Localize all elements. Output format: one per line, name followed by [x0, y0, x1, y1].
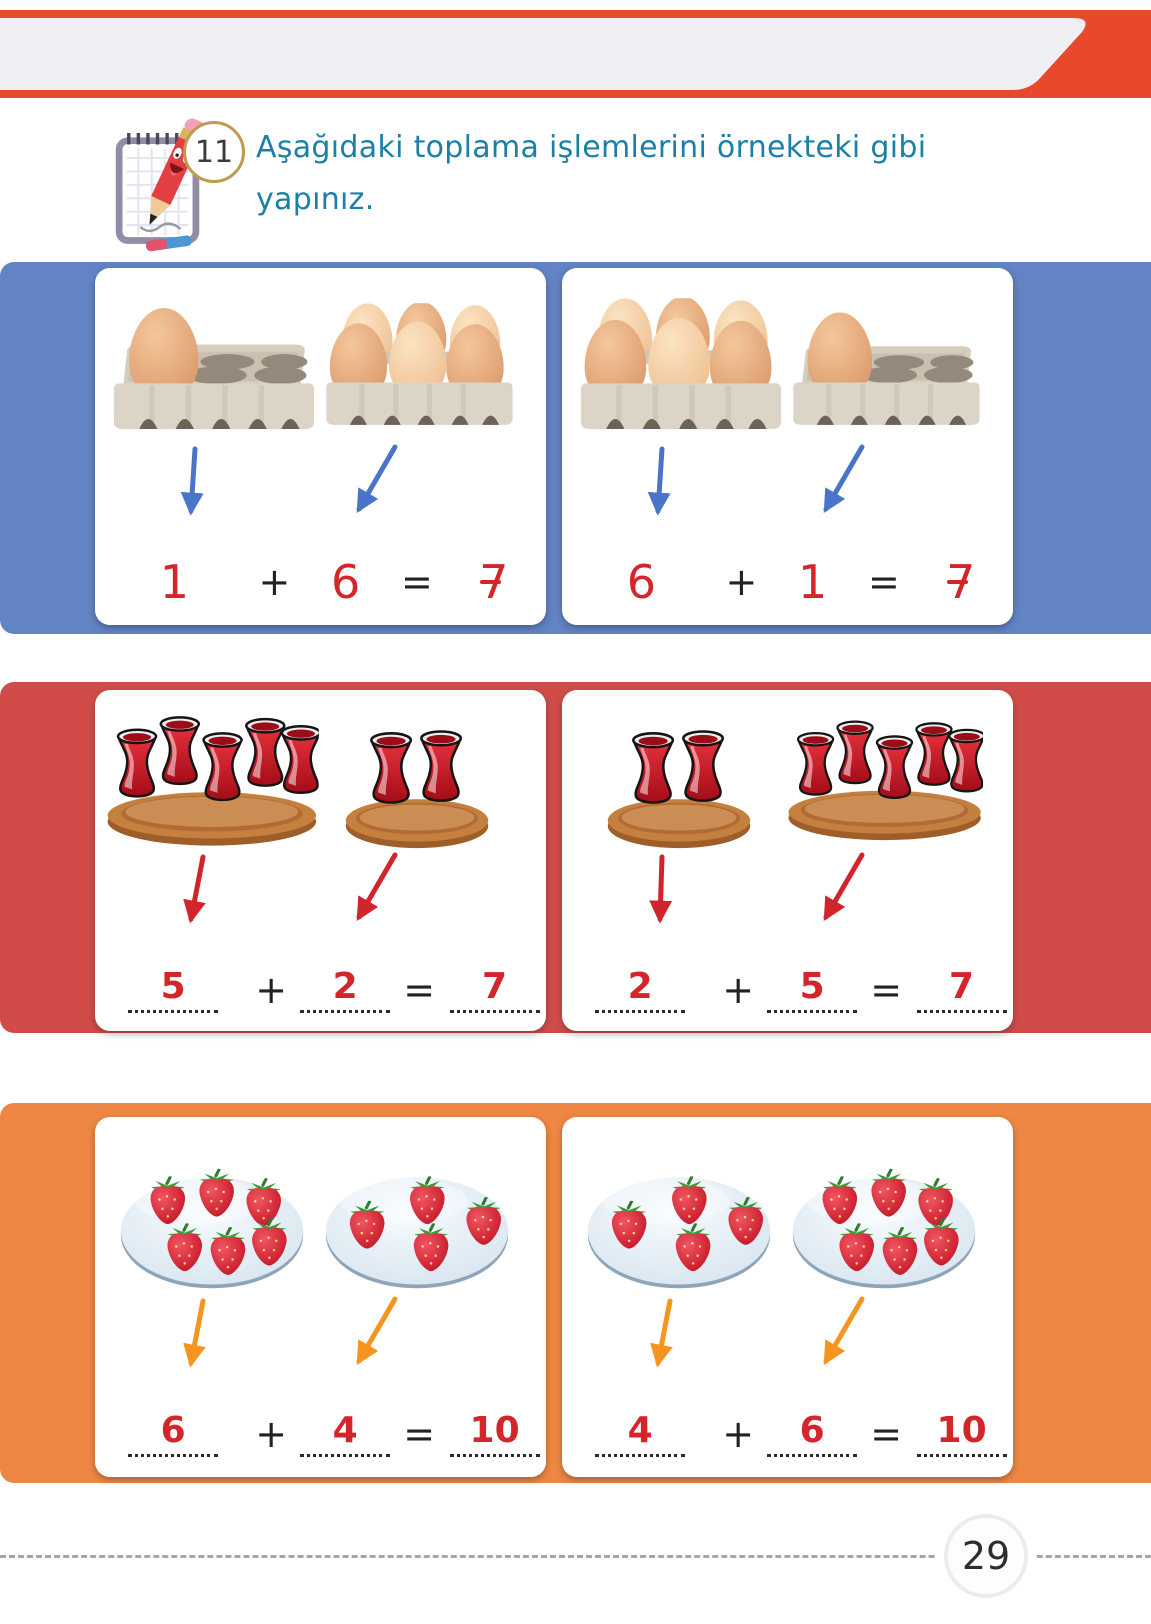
addend-b: 1: [797, 555, 828, 609]
count-arrows: [649, 852, 865, 924]
illustration-row: [95, 1117, 546, 1295]
page-footer-divider: [0, 1555, 1151, 1558]
plus-sign: +: [255, 1412, 288, 1456]
plate-four-strawberries-illustration: [585, 1165, 773, 1295]
count-arrows: [650, 1296, 865, 1368]
plus-sign: +: [258, 560, 291, 604]
addend-a: 6: [160, 1410, 186, 1451]
addend-a: 2: [627, 966, 653, 1007]
addend-b: 6: [799, 1410, 825, 1451]
plus-sign: +: [722, 1412, 755, 1456]
addend-a: 4: [627, 1410, 653, 1451]
equation-row: 5 + 2 = 7: [95, 947, 546, 1033]
answer-blank[interactable]: 7: [916, 966, 1007, 1013]
answer-blank[interactable]: 2: [595, 966, 686, 1013]
count-arrows: [647, 444, 865, 516]
answer-blank[interactable]: 10: [916, 1410, 1007, 1457]
egg-carton-one-egg-illustration: [786, 298, 983, 443]
count-arrows: [183, 852, 398, 924]
equation-row: 6 + 4 = 10: [95, 1391, 546, 1477]
addend-b: 2: [332, 966, 358, 1007]
equals-sign: =: [867, 560, 900, 604]
sum-value: 7: [479, 555, 509, 609]
header-ribbon: [0, 10, 1151, 98]
page-number-badge: 29: [944, 1514, 1028, 1598]
addition-card-tea-1: 5 + 2 = 7: [95, 690, 546, 1031]
equals-sign: =: [403, 968, 436, 1012]
answer-blank[interactable]: 4: [595, 1410, 686, 1457]
eggs-example-band: 1 + 6 = 7 6 + 1 = 7: [0, 262, 1151, 634]
equals-sign: =: [403, 1412, 436, 1456]
answer-blank[interactable]: 4: [300, 1410, 391, 1457]
equation-row: 6 + 1 = 7: [562, 539, 1013, 625]
illustration-row: [562, 268, 1013, 443]
addition-card-tea-2: 2 + 5 = 7: [562, 690, 1013, 1031]
egg-carton-six-eggs-illustration: [573, 298, 785, 443]
egg-carton-one-egg-illustration: [106, 298, 318, 443]
plus-sign: +: [255, 968, 288, 1012]
equation-row: 4 + 6 = 10: [562, 1391, 1013, 1477]
sum-value: 7: [946, 555, 976, 609]
answer-blank[interactable]: 10: [449, 1410, 540, 1457]
addend-b: 4: [332, 1410, 358, 1451]
tray-two-tea-glasses-illustration: [605, 712, 753, 851]
addend-a: 5: [160, 966, 186, 1007]
tray-five-tea-glasses-illustration: [786, 696, 983, 851]
equation-row: 1 + 6 = 7: [95, 539, 546, 625]
count-arrows: [183, 1296, 398, 1368]
plus-sign: +: [722, 968, 755, 1012]
addition-card-strawberries-1: 6 + 4 = 10: [95, 1117, 546, 1477]
header-plate: [0, 18, 1086, 90]
illustration-row: [562, 690, 1013, 851]
illustration-row: [95, 690, 546, 851]
addition-card-eggs-1: 1 + 6 = 7: [95, 268, 546, 625]
sum-value: 10: [469, 1410, 520, 1451]
answer-blank[interactable]: 6: [767, 1410, 858, 1457]
addend-a: 1: [159, 555, 190, 609]
count-arrows: [180, 444, 398, 516]
equals-sign: =: [870, 968, 903, 1012]
sum-value: 10: [936, 1410, 987, 1451]
answer-blank[interactable]: 2: [300, 966, 391, 1013]
instruction-text: Aşağıdaki toplama işlemlerini örnekteki …: [256, 130, 927, 217]
strawberries-band: 6 + 4 = 10 4 + 6 = 10: [0, 1103, 1151, 1483]
answer-blank[interactable]: 6: [128, 1410, 219, 1457]
tea-glasses-band: 5 + 2 = 7 2 + 5 = 7: [0, 682, 1151, 1033]
equals-sign: =: [400, 560, 433, 604]
addition-card-strawberries-2: 4 + 6 = 10: [562, 1117, 1013, 1477]
plate-six-strawberries-illustration: [790, 1165, 978, 1295]
addend-a: 6: [626, 555, 657, 609]
answer-blank[interactable]: 7: [449, 966, 540, 1013]
answer-blank[interactable]: 5: [767, 966, 858, 1013]
addend-b: 6: [330, 555, 361, 609]
sum-value: 7: [949, 966, 975, 1007]
plate-four-strawberries-illustration: [323, 1165, 511, 1295]
answer-blank[interactable]: 5: [128, 966, 219, 1013]
exercise-number-badge: 11: [183, 121, 245, 183]
tray-two-tea-glasses-illustration: [343, 712, 491, 851]
equals-sign: =: [870, 1412, 903, 1456]
equation-row: 2 + 5 = 7: [562, 947, 1013, 1033]
tray-five-tea-glasses-illustration: [105, 696, 319, 851]
illustration-row: [562, 1117, 1013, 1295]
plus-sign: +: [725, 560, 758, 604]
plate-six-strawberries-illustration: [118, 1165, 306, 1295]
sum-value: 7: [482, 966, 508, 1007]
illustration-row: [95, 268, 546, 443]
egg-carton-six-eggs-illustration: [319, 298, 516, 443]
addition-card-eggs-2: 6 + 1 = 7: [562, 268, 1013, 625]
addend-b: 5: [799, 966, 825, 1007]
